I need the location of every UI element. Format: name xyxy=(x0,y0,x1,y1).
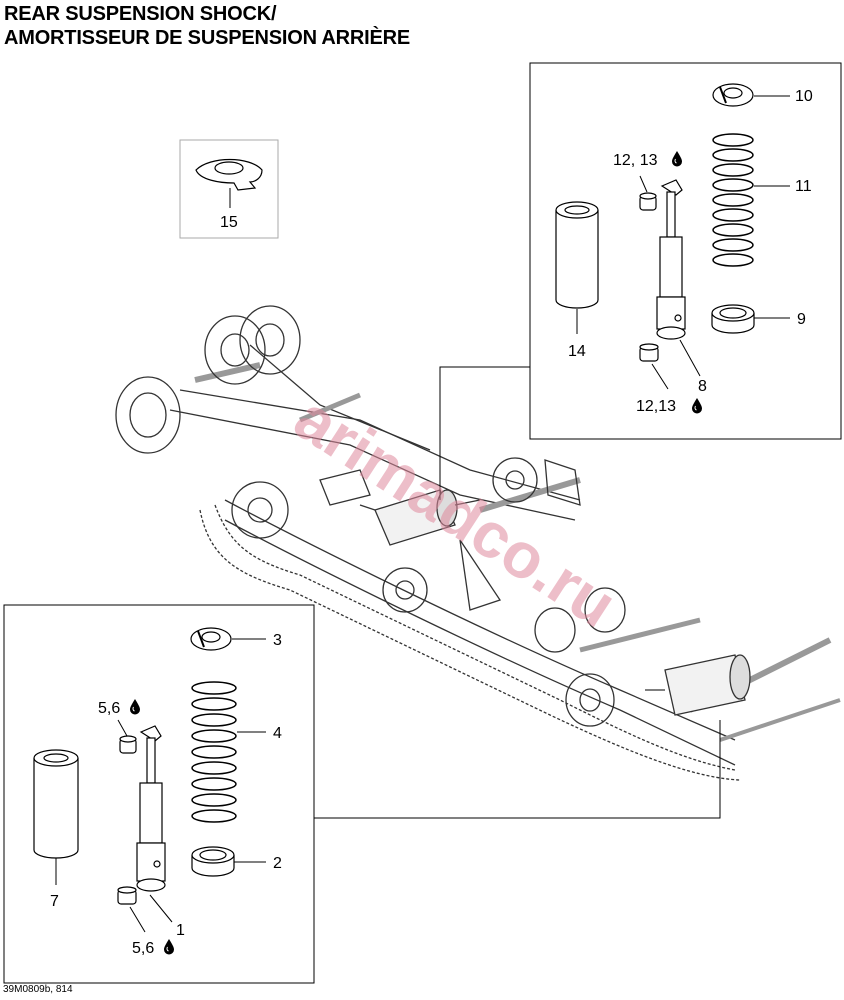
oil-drop-icon xyxy=(691,397,703,414)
callout-10: 10 xyxy=(795,88,813,105)
part-bushing-12-13-bottom xyxy=(639,343,659,362)
callout-12-13-top: 12, 13 xyxy=(613,152,658,169)
detail-box-part-15 xyxy=(179,139,279,239)
callout-9: 9 xyxy=(797,311,806,328)
part-bushing-5-6-bottom xyxy=(117,886,137,905)
part-coil-spring-11 xyxy=(712,133,754,267)
part-bushing-5-6-top xyxy=(119,735,137,754)
leader-line-center-shock xyxy=(439,366,530,500)
callout-3: 3 xyxy=(273,632,282,649)
watermark: arimadco.ru xyxy=(282,381,628,641)
part-shock-absorber-8 xyxy=(656,179,686,340)
diagram-title: REAR SUSPENSION SHOCK/ AMORTISSEUR DE SU… xyxy=(4,2,410,50)
callout-5-6-top: 5,6 xyxy=(98,700,120,717)
callout-8: 8 xyxy=(698,378,707,395)
part-spring-stopper-10 xyxy=(712,83,754,107)
callout-11: 11 xyxy=(795,178,812,195)
oil-drop-icon xyxy=(671,150,683,167)
callout-12-13-bottom: 12,13 xyxy=(636,398,676,415)
callout-5-6-bottom: 5,6 xyxy=(132,940,154,957)
title-line-french: AMORTISSEUR DE SUSPENSION ARRIÈRE xyxy=(4,27,411,49)
part-adjuster-collar-9 xyxy=(711,304,755,334)
callout-2: 2 xyxy=(273,855,282,872)
oil-drop-icon xyxy=(129,698,141,715)
part-shock-absorber-1 xyxy=(136,725,166,892)
callout-4: 4 xyxy=(273,725,282,742)
rear-suspension-frame xyxy=(115,305,841,781)
callout-15: 15 xyxy=(220,214,238,231)
part-bushing-12-13-top xyxy=(639,192,657,211)
detail-box-rear-shock xyxy=(3,604,315,984)
part-spring-stopper-3 xyxy=(190,627,232,651)
callout-7: 7 xyxy=(50,893,59,910)
detail-box-center-shock xyxy=(529,62,842,440)
part-protective-sleeve-14 xyxy=(555,201,599,309)
part-adjuster-collar-2 xyxy=(191,846,235,877)
callout-1: 1 xyxy=(176,922,185,939)
drawing-reference: 39M0809b, 814 xyxy=(3,984,73,995)
callout-14: 14 xyxy=(568,343,586,360)
oil-drop-icon xyxy=(163,938,175,955)
leader-line-rear-shock xyxy=(314,720,721,819)
part-protective-sleeve-7 xyxy=(33,749,79,859)
title-line-english: REAR SUSPENSION SHOCK/ xyxy=(4,3,277,25)
part-washer-plate-15 xyxy=(195,159,263,191)
part-coil-spring-4 xyxy=(191,681,237,823)
